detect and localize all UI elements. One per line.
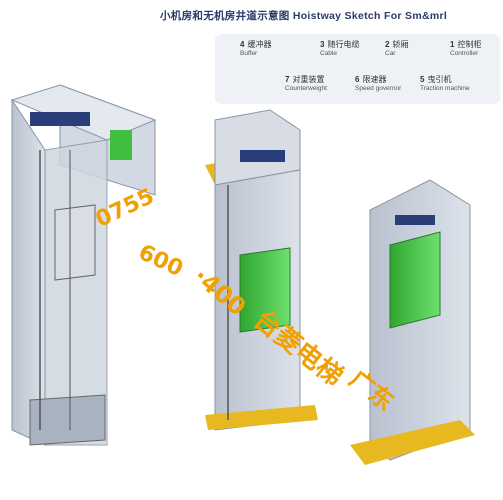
pit-left: [29, 394, 106, 446]
traction-machine-right: [395, 215, 435, 225]
right-hoistway: [350, 179, 475, 465]
car-middle: [239, 247, 291, 333]
left-hoistway: [10, 84, 157, 446]
controller-cabinet: [110, 130, 132, 160]
diagram-title: 小机房和无机房井道示意图 Hoistway Sketch For Sm&mrl: [160, 10, 448, 22]
traction-machine: [30, 112, 90, 126]
traction-machine-mrl: [240, 150, 285, 162]
pit-plate-right: [350, 420, 475, 465]
pit-plate: [205, 405, 318, 430]
car-right: [389, 231, 441, 329]
car-left: [54, 204, 96, 281]
legend-panel: [215, 34, 500, 104]
middle-hoistway: [205, 109, 318, 431]
headroom: [214, 109, 301, 186]
